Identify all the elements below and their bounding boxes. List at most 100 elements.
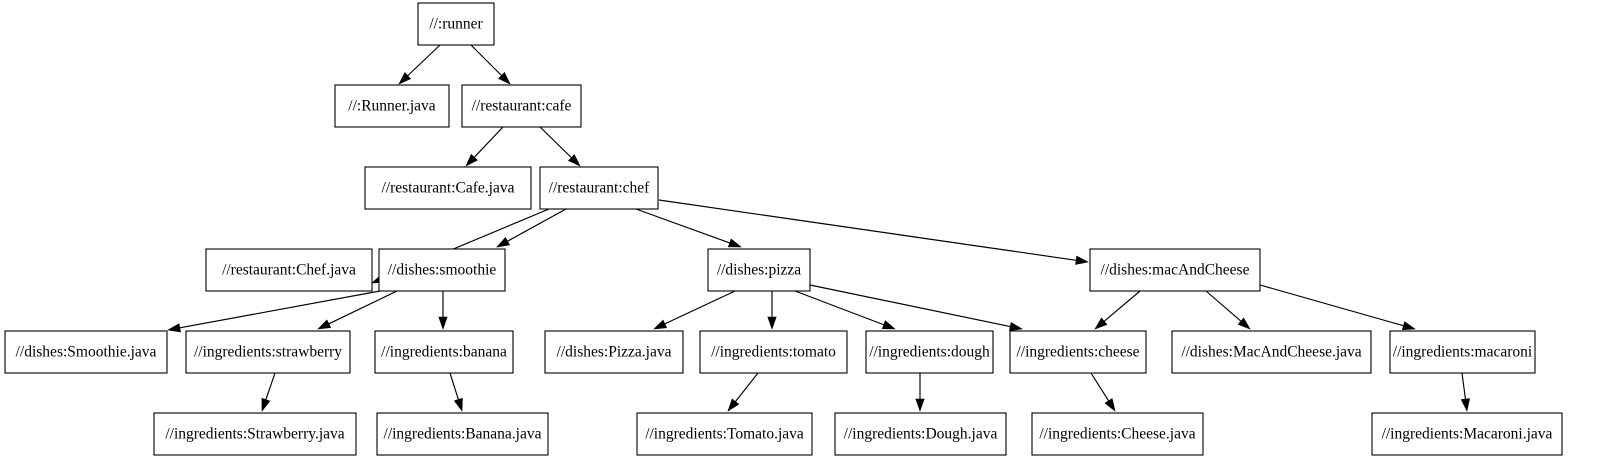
graph-node-macandcheese_java[interactable]: //dishes:MacAndCheese.java xyxy=(1171,330,1372,374)
arrowhead-icon xyxy=(261,397,271,412)
graph-edge xyxy=(658,199,1089,265)
node-box[interactable] xyxy=(334,84,450,128)
node-label: //restaurant:cafe xyxy=(472,98,572,115)
arrowhead-icon xyxy=(653,319,668,330)
node-box[interactable] xyxy=(1031,412,1204,456)
graph-edge xyxy=(398,44,441,85)
arrowhead-icon xyxy=(881,320,896,330)
edge-line xyxy=(794,290,884,326)
node-box[interactable] xyxy=(417,2,495,46)
node-box[interactable] xyxy=(461,84,582,128)
graph-edge xyxy=(167,290,381,333)
graph-node-banana_java[interactable]: //ingredients:Banana.java xyxy=(376,412,549,456)
graph-node-restaurant_chef[interactable]: //restaurant:chef xyxy=(539,166,659,210)
node-box[interactable] xyxy=(374,330,514,374)
node-box[interactable] xyxy=(1371,412,1563,456)
graph-node-dishes_smoothie[interactable]: //dishes:smoothie xyxy=(378,248,506,292)
arrowhead-icon xyxy=(496,237,511,248)
node-label: //dishes:Smoothie.java xyxy=(16,344,157,361)
edge-line xyxy=(407,44,441,77)
graph-node-ing_banana[interactable]: //ingredients:banana xyxy=(374,330,514,374)
node-box[interactable] xyxy=(153,412,357,456)
node-box[interactable] xyxy=(1009,330,1147,374)
graph-node-runner[interactable]: //:runner xyxy=(417,2,495,46)
graph-node-pizza_java[interactable]: //dishes:Pizza.java xyxy=(544,330,684,374)
arrowhead-icon xyxy=(317,319,332,330)
node-label: //ingredients:macaroni xyxy=(1393,344,1533,361)
graph-node-ing_cheese[interactable]: //ingredients:cheese xyxy=(1009,330,1147,374)
edges-layer xyxy=(167,44,1470,412)
node-box[interactable] xyxy=(1089,248,1261,292)
edge-line xyxy=(809,284,1011,328)
arrowhead-icon xyxy=(727,238,742,248)
graph-edge xyxy=(465,126,504,167)
node-box[interactable] xyxy=(364,166,532,210)
graph-node-dishes_macandchee[interactable]: //dishes:macAndCheese xyxy=(1089,248,1261,292)
graph-node-macaroni_java[interactable]: //ingredients:Macaroni.java xyxy=(1371,412,1563,456)
arrowhead-icon xyxy=(1009,321,1023,332)
graph-edge xyxy=(1090,372,1116,412)
graph-edge xyxy=(1460,372,1470,412)
node-label: //dishes:pizza xyxy=(717,262,801,279)
node-box[interactable] xyxy=(834,412,1007,456)
graph-node-dishes_pizza[interactable]: //dishes:pizza xyxy=(707,248,811,292)
edge-line xyxy=(265,372,276,400)
graph-node-chef_java[interactable]: //restaurant:Chef.java xyxy=(205,248,373,292)
edge-line xyxy=(658,199,1077,261)
arrowhead-icon xyxy=(1094,317,1108,330)
node-box[interactable] xyxy=(539,166,659,210)
graph-node-ing_strawberry[interactable]: //ingredients:strawberry xyxy=(185,330,351,374)
graph-edge xyxy=(539,126,581,167)
node-box[interactable] xyxy=(378,248,506,292)
node-box[interactable] xyxy=(1389,330,1536,374)
node-label: //restaurant:Cafe.java xyxy=(382,180,515,197)
arrowhead-icon xyxy=(1237,317,1251,330)
graph-edge xyxy=(794,290,896,330)
graph-edge xyxy=(767,291,777,330)
edge-line xyxy=(449,372,459,400)
graph-edge xyxy=(1259,284,1416,331)
edge-line xyxy=(1461,372,1467,400)
graph-edge xyxy=(915,373,925,412)
node-label: //ingredients:strawberry xyxy=(194,344,342,361)
arrowhead-icon xyxy=(1401,321,1416,331)
node-box[interactable] xyxy=(707,248,811,292)
arrowhead-icon xyxy=(453,397,463,412)
node-label: //:runner xyxy=(429,16,483,33)
graph-node-tomato_java[interactable]: //ingredients:Tomato.java xyxy=(636,412,813,456)
graph-node-dough_java[interactable]: //ingredients:Dough.java xyxy=(834,412,1007,456)
node-box[interactable] xyxy=(699,330,848,374)
node-box[interactable] xyxy=(1171,330,1372,374)
graph-node-ing_tomato[interactable]: //ingredients:tomato xyxy=(699,330,848,374)
graph-edge xyxy=(635,208,742,248)
graph-edge xyxy=(653,290,736,330)
arrowhead-icon xyxy=(1460,398,1470,412)
edge-line xyxy=(328,290,398,325)
graph-node-cheese_java[interactable]: //ingredients:Cheese.java xyxy=(1031,412,1204,456)
arrowhead-icon xyxy=(567,154,581,167)
graph-node-runner_java[interactable]: //:Runner.java xyxy=(334,84,450,128)
graph-node-ing_dough[interactable]: //ingredients:dough xyxy=(865,330,994,374)
arrowhead-icon xyxy=(498,72,511,85)
node-box[interactable] xyxy=(376,412,549,456)
node-box[interactable] xyxy=(544,330,684,374)
node-label: //dishes:Pizza.java xyxy=(557,344,672,361)
graph-node-ing_macaroni[interactable]: //ingredients:macaroni xyxy=(1389,330,1536,374)
node-label: //ingredients:Tomato.java xyxy=(645,426,804,443)
node-box[interactable] xyxy=(185,330,351,374)
arrowhead-icon xyxy=(1104,398,1116,412)
graph-node-restaurant_cafe[interactable]: //restaurant:cafe xyxy=(461,84,582,128)
node-box[interactable] xyxy=(4,330,168,374)
node-box[interactable] xyxy=(865,330,994,374)
node-label: //ingredients:Strawberry.java xyxy=(165,426,344,443)
graph-node-smoothie_java[interactable]: //dishes:Smoothie.java xyxy=(4,330,168,374)
edge-line xyxy=(507,208,567,242)
node-box[interactable] xyxy=(636,412,813,456)
arrowhead-icon xyxy=(398,72,412,85)
graph-node-cafe_java[interactable]: //restaurant:Cafe.java xyxy=(364,166,532,210)
graph-node-strawberry_java[interactable]: //ingredients:Strawberry.java xyxy=(153,412,357,456)
graph-edge xyxy=(496,208,567,248)
node-box[interactable] xyxy=(205,248,373,292)
